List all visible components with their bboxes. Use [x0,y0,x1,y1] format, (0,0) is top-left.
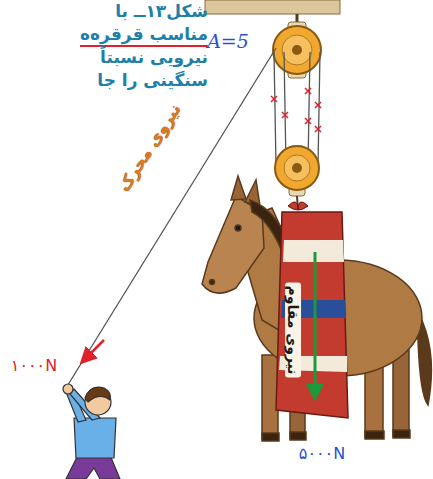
ceiling-beam [205,0,340,14]
horse-figure [290,432,306,440]
force-label: نیروی محرک [115,101,185,195]
rope-marks [305,118,311,124]
caption-line: سنگینی را جا [97,71,208,91]
horse-figure [210,280,215,285]
rope-marks [271,96,277,102]
ceiling-beam [205,0,340,14]
effort-arrow [82,340,104,362]
caption-line: شکل۱۳ــ با [115,2,208,22]
harness-sling [276,202,348,418]
horse-figure [235,225,241,231]
lower-pulley [275,146,319,210]
effort-arrow [82,340,104,362]
pulley-ropes [274,52,276,166]
boy-figure [63,384,120,479]
upper-pulley [282,35,312,65]
horse-figure [393,350,409,436]
horse-figure [262,355,278,439]
boy-figure [85,387,110,402]
horse-figure [365,431,384,439]
force-label: نیروی مقاوم [285,282,301,377]
pull-rope [66,48,276,388]
upper-pulley [273,14,321,78]
rope-marks [315,102,321,108]
horse-figure [262,433,279,441]
force-value: ۱۰۰۰N [11,357,57,375]
rope-marks [315,126,321,132]
force-value: ۵۰۰۰N [299,445,345,463]
lower-pulley [275,146,319,190]
boy-figure [63,384,73,394]
pulley-ropes [318,52,320,166]
resistance-arrow [315,252,316,398]
pull-rope [66,48,276,388]
rope-marks [305,88,311,94]
horse-figure [393,430,410,438]
harness-sling [276,212,348,418]
caption-line: مناسب قرقره‌ه [80,25,208,47]
pulley-count-note: A=5 [207,31,249,53]
lower-pulley [292,163,302,173]
horse-figure [202,176,431,441]
horse-figure [231,176,246,200]
resistance-arrow [314,252,317,398]
upper-pulley [292,45,302,55]
caption-line: نیرویی نسبتاً [100,48,208,68]
harness-sling [288,202,308,210]
rope-marks [271,88,321,132]
lower-pulley [284,155,310,181]
upper-pulley [273,26,321,74]
rope-marks [282,112,288,118]
boy-figure [74,418,116,458]
